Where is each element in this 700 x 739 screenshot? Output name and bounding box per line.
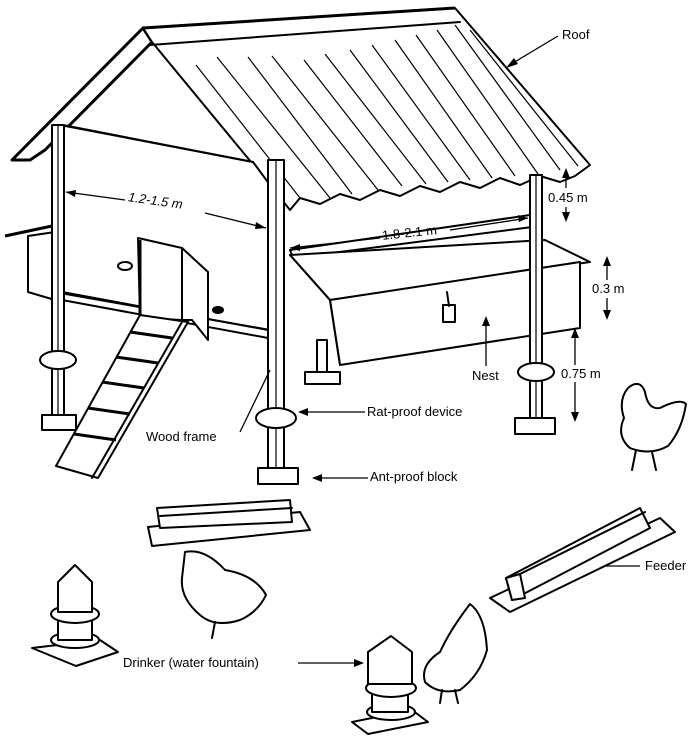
chicken-pecking-right bbox=[423, 603, 488, 704]
label-feeder: Feeder bbox=[645, 558, 687, 573]
dimension-floor-clearance: 0.75 m bbox=[561, 366, 601, 381]
roof bbox=[10, 6, 591, 211]
ant-proof-blocks bbox=[41, 371, 556, 485]
dimension-roof-gap: 0.45 m bbox=[548, 190, 588, 205]
label-wood-frame: Wood frame bbox=[146, 429, 217, 444]
ladder bbox=[55, 314, 189, 479]
label-rat-proof-device: Rat-proof device bbox=[367, 404, 463, 419]
label-roof: Roof bbox=[562, 27, 590, 42]
dimension-lines bbox=[65, 168, 611, 422]
drinker-center bbox=[351, 635, 429, 735]
label-drinker: Drinker (water fountain) bbox=[123, 655, 259, 670]
label-nest: Nest bbox=[472, 368, 499, 383]
feeder-right bbox=[489, 507, 676, 613]
dimension-nest-height: 0.3 m bbox=[592, 281, 625, 296]
drinker-left bbox=[31, 564, 119, 667]
house-body bbox=[4, 124, 591, 366]
feeder-top bbox=[147, 499, 311, 547]
label-ant-proof-block: Ant-proof block bbox=[370, 469, 458, 484]
chicken-standing bbox=[620, 382, 687, 471]
chicken-pecking-left bbox=[180, 550, 267, 639]
rat-proof-devices bbox=[39, 350, 555, 429]
